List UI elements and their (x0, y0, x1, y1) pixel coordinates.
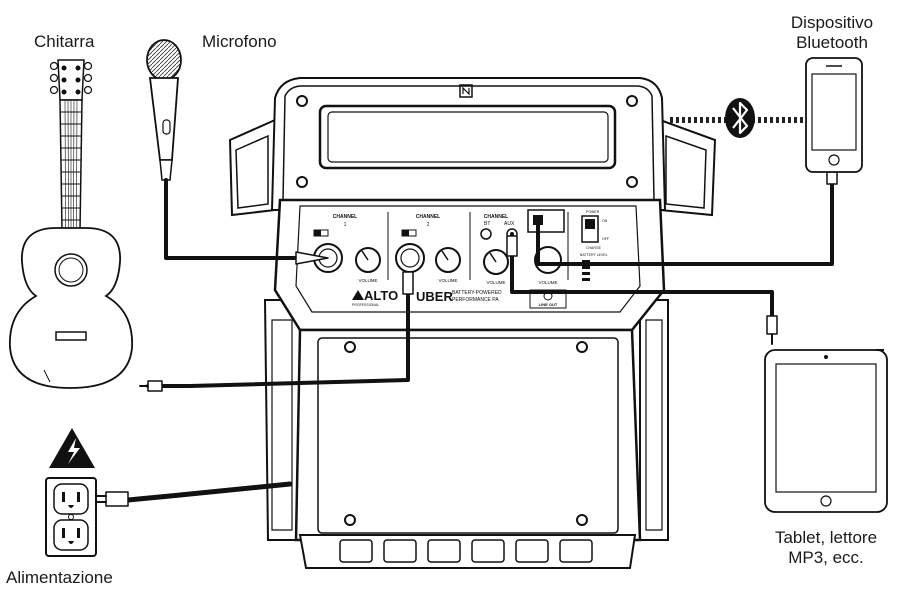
acoustic-guitar (9, 59, 133, 389)
bluetooth-device-label: Dispositivo Bluetooth (770, 13, 894, 53)
ch2-input-jack[interactable] (395, 243, 425, 273)
volume-label-3: VOLUME (486, 280, 505, 285)
volume-label-2: VOLUME (438, 278, 457, 283)
alto-logo-triangle (352, 290, 364, 300)
tagline-1: BATTERY-POWERED (452, 290, 502, 296)
microphone (146, 39, 182, 181)
nfc-icon (459, 84, 473, 98)
bluetooth-device-label-line1: Dispositivo (790, 13, 874, 32)
line-out-label: LINE OUT (539, 302, 558, 307)
channel2-label: CHANNEL (416, 214, 440, 220)
bluetooth-icon (725, 98, 755, 138)
power-label: Alimentazione (6, 568, 113, 587)
battery-level-label: BATTERY LEVEL (580, 253, 608, 257)
tablet-label: Tablet, lettore MP3, ecc. (752, 528, 900, 568)
smartphone (805, 57, 863, 173)
speaker-pa (228, 77, 717, 569)
power-small-label: POWER (586, 210, 600, 214)
volume-label-1: VOLUME (358, 278, 377, 283)
guitar-label: Chitarra (34, 32, 95, 51)
brand-sub: PROFESSIONAL (352, 303, 379, 307)
cables (95, 171, 838, 507)
tablet-label-line2: MP3, ecc. (788, 548, 864, 567)
off-label: OFF (602, 237, 609, 241)
on-label: ON (602, 219, 608, 223)
microphone-label: Microfono (202, 32, 277, 51)
tablet-label-line1: Tablet, lettore (774, 528, 878, 547)
channel1-num: 1 (344, 222, 347, 228)
high-voltage-warning-icon (49, 428, 95, 468)
speaker-feet (339, 539, 593, 563)
tablet (764, 349, 888, 513)
control-panel: CHANNEL 1 CHANNEL 2 CHANNEL BT AUX VOLUM… (313, 209, 609, 309)
bluetooth-device-label-line2: Bluetooth (796, 33, 868, 52)
volume-label-master: VOLUME (538, 280, 557, 285)
channel3-aux: AUX (504, 221, 515, 227)
model-logo: UBER (416, 289, 453, 304)
channel1-label: CHANNEL (333, 214, 357, 220)
master-volume-knob[interactable] (534, 246, 562, 274)
bluetooth-link (670, 98, 806, 138)
bt-pair-button[interactable] (480, 228, 492, 240)
tagline-2: PERFORMANCE PA (452, 297, 499, 303)
channel3-bt: BT (484, 221, 490, 227)
channel3-label: CHANNEL (484, 214, 508, 220)
brand-logo: ALTO (364, 288, 398, 303)
wall-outlet (45, 477, 97, 557)
channel2-num: 2 (427, 222, 430, 228)
charge-label: CHARGE (586, 246, 602, 250)
